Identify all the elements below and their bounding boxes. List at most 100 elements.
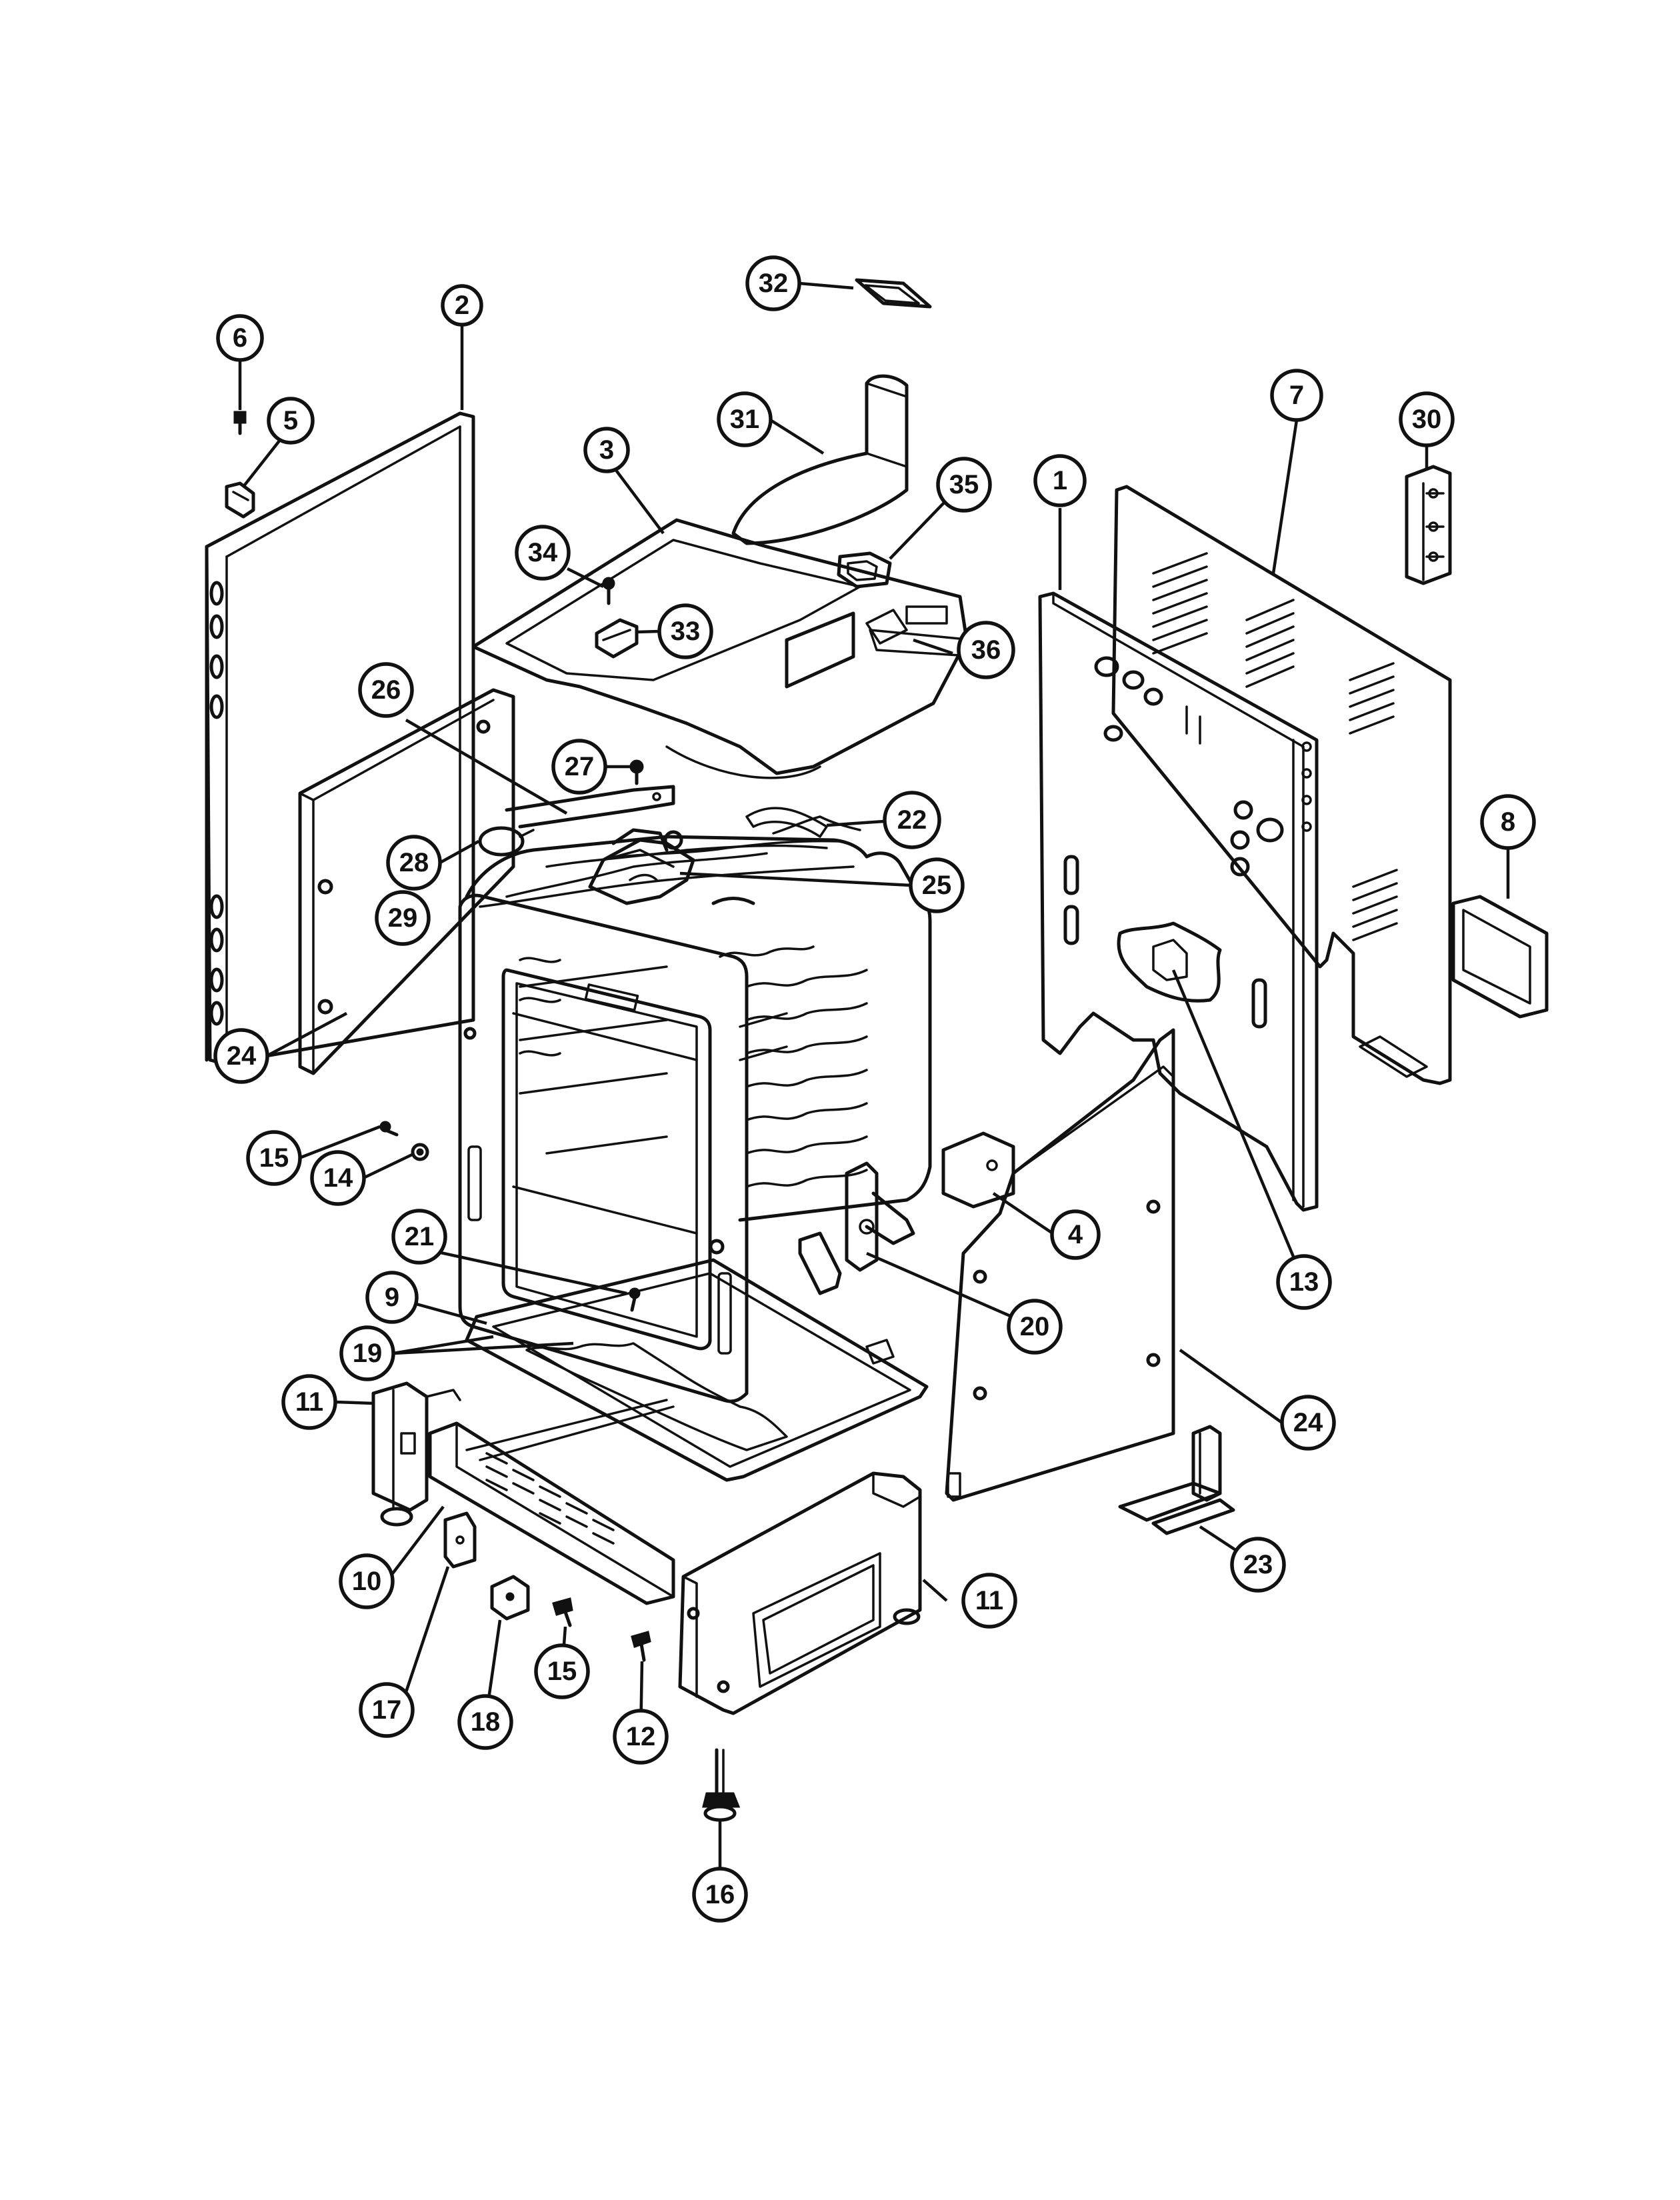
callout-34: 34 bbox=[515, 525, 571, 581]
part-33-switch bbox=[595, 618, 639, 659]
callout-4: 4 bbox=[1050, 1209, 1101, 1260]
callout-1: 1 bbox=[1033, 454, 1087, 507]
callout-15-lower-label: 15 bbox=[547, 1657, 577, 1686]
callout-24-left: 24 bbox=[213, 1028, 269, 1084]
callout-1-label: 1 bbox=[1053, 466, 1067, 495]
leader-lines bbox=[238, 281, 1510, 1869]
part-32-plate bbox=[855, 278, 932, 309]
callout-36: 36 bbox=[957, 621, 1015, 679]
callout-27: 27 bbox=[551, 739, 607, 795]
callout-15-lower: 15 bbox=[534, 1643, 590, 1699]
callout-14: 14 bbox=[310, 1150, 366, 1206]
callout-21-label: 21 bbox=[405, 1222, 435, 1251]
callout-31: 31 bbox=[717, 391, 773, 447]
part-11-leg-left bbox=[371, 1381, 461, 1527]
callout-32: 32 bbox=[745, 255, 801, 311]
callout-12: 12 bbox=[613, 1709, 669, 1765]
callout-31-label: 31 bbox=[730, 405, 760, 434]
part-16-leveling-leg bbox=[702, 1748, 741, 1822]
part-17-bracket bbox=[443, 1511, 477, 1569]
callout-22-label: 22 bbox=[897, 805, 927, 835]
part-8-bracket bbox=[1451, 895, 1549, 1019]
callout-18: 18 bbox=[457, 1694, 513, 1750]
part-35-bracket bbox=[837, 551, 892, 589]
part-12-screw bbox=[631, 1631, 651, 1662]
part-15-screw-lower bbox=[552, 1597, 573, 1627]
callout-20-label: 20 bbox=[1020, 1312, 1050, 1341]
callout-34-label: 34 bbox=[528, 538, 558, 567]
part-21-screw bbox=[629, 1287, 641, 1312]
callout-6-label: 6 bbox=[233, 323, 247, 353]
part-24-side-panel-right bbox=[945, 1028, 1175, 1502]
callout-19: 19 bbox=[339, 1325, 395, 1381]
part-34-screw bbox=[602, 577, 615, 605]
callout-33-label: 33 bbox=[671, 617, 701, 646]
callout-12-label: 12 bbox=[626, 1722, 656, 1751]
callout-2-label: 2 bbox=[455, 291, 469, 320]
callout-25: 25 bbox=[909, 857, 965, 913]
callout-4-label: 4 bbox=[1068, 1220, 1083, 1249]
callout-8: 8 bbox=[1480, 794, 1536, 850]
callout-15-left-label: 15 bbox=[259, 1143, 289, 1173]
callout-7-label: 7 bbox=[1289, 381, 1304, 410]
part-20-hinge bbox=[798, 1161, 915, 1295]
part-14-nut bbox=[411, 1143, 429, 1161]
part-oven-front-frame bbox=[458, 893, 749, 1403]
callout-16: 16 bbox=[692, 1867, 748, 1923]
callout-27-label: 27 bbox=[565, 752, 595, 781]
callout-7: 7 bbox=[1270, 369, 1323, 422]
part-25-thermostat bbox=[588, 828, 695, 905]
callout-30: 30 bbox=[1399, 391, 1455, 447]
callout-18-label: 18 bbox=[471, 1707, 501, 1737]
callout-24-right: 24 bbox=[1280, 1395, 1336, 1451]
part-22-oven-cavity bbox=[465, 807, 932, 1222]
part-7-back-panel bbox=[1111, 485, 1452, 1085]
callout-15-left: 15 bbox=[246, 1130, 302, 1186]
callout-8-label: 8 bbox=[1501, 807, 1515, 837]
callout-35: 35 bbox=[936, 457, 992, 513]
part-6-screw bbox=[233, 411, 247, 435]
callout-24-left-label: 24 bbox=[227, 1041, 257, 1071]
callout-28-label: 28 bbox=[399, 848, 429, 877]
callout-17: 17 bbox=[359, 1682, 415, 1738]
part-2-frame bbox=[205, 411, 475, 1065]
callout-5-label: 5 bbox=[283, 406, 298, 435]
callout-21: 21 bbox=[391, 1209, 447, 1265]
callout-22: 22 bbox=[883, 791, 941, 849]
callout-3: 3 bbox=[583, 427, 630, 473]
callout-23-label: 23 bbox=[1243, 1550, 1273, 1579]
callout-10: 10 bbox=[339, 1553, 395, 1609]
callout-2: 2 bbox=[441, 284, 483, 327]
part-26-rod bbox=[505, 785, 675, 829]
callout-5: 5 bbox=[267, 397, 315, 445]
callout-3-label: 3 bbox=[599, 435, 614, 465]
part-5-clip bbox=[225, 481, 255, 519]
callout-6: 6 bbox=[216, 314, 264, 362]
callout-25-label: 25 bbox=[922, 871, 952, 900]
part-24-side-panel-left bbox=[298, 688, 515, 1075]
callout-23: 23 bbox=[1230, 1537, 1286, 1593]
callout-35-label: 35 bbox=[949, 470, 979, 499]
callout-11-left-label: 11 bbox=[295, 1387, 323, 1417]
part-31-duct bbox=[731, 374, 909, 545]
callout-11-left: 11 bbox=[281, 1374, 337, 1430]
callout-29-label: 29 bbox=[388, 903, 418, 933]
callout-26-label: 26 bbox=[371, 675, 401, 705]
callout-11-right: 11 bbox=[961, 1573, 1017, 1629]
callout-33: 33 bbox=[657, 603, 713, 659]
callout-30-label: 30 bbox=[1412, 405, 1442, 434]
part-11-leg-right bbox=[678, 1471, 922, 1715]
callout-13: 13 bbox=[1276, 1254, 1332, 1310]
callout-16-label: 16 bbox=[705, 1880, 735, 1909]
callout-19-label: 19 bbox=[353, 1339, 383, 1368]
callout-9: 9 bbox=[365, 1271, 419, 1324]
part-15-screw-left bbox=[379, 1121, 399, 1137]
callout-32-label: 32 bbox=[759, 269, 789, 298]
part-30-terminal-block bbox=[1405, 465, 1452, 585]
callout-14-label: 14 bbox=[323, 1163, 353, 1193]
callout-10-label: 10 bbox=[352, 1567, 382, 1596]
callout-11-right-label: 11 bbox=[975, 1586, 1003, 1615]
part-28-29-bulb bbox=[478, 826, 535, 857]
callout-24-right-label: 24 bbox=[1293, 1408, 1323, 1437]
